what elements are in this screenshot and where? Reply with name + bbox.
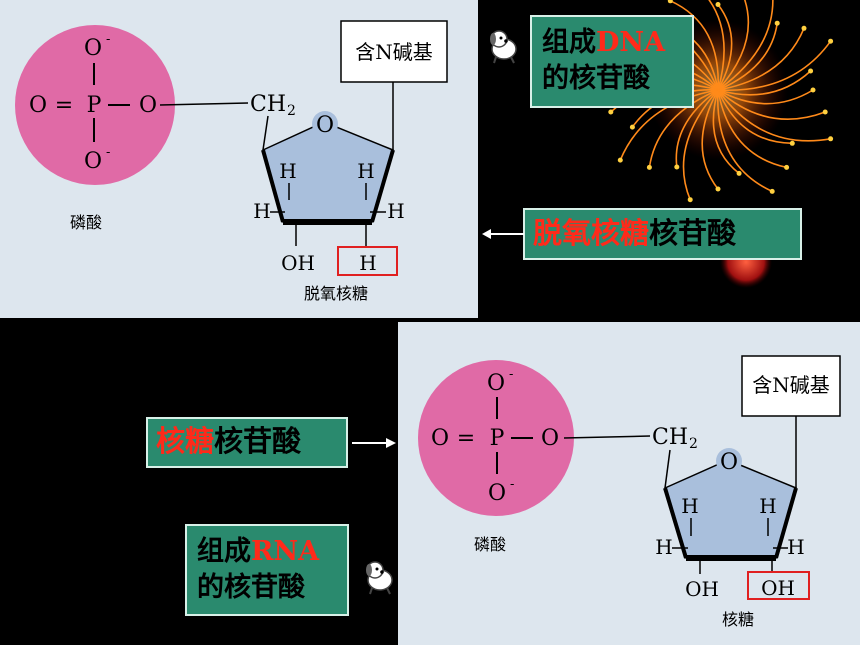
phosphate-eq: = (457, 426, 475, 451)
phosphate-o-left: O (29, 93, 47, 118)
highlight-box (747, 571, 810, 600)
ribo-label-highlight: 核糖 (156, 424, 215, 458)
phosphate-minus-top: - (106, 32, 110, 47)
phosphate-o-right: O (139, 93, 157, 118)
phosphate-minus-bottom: - (106, 145, 110, 160)
h-inner-right: H (759, 494, 776, 518)
deoxyribonucleotide-label: 脱氧核糖核苷酸 (523, 208, 802, 260)
phosphate-minus-top: - (509, 367, 513, 382)
h-outer-left: H (655, 535, 672, 559)
h-inner-left: H (681, 494, 698, 518)
sugar-label: 脱氧核糖 (304, 284, 368, 303)
deoxyribonucleotide-structure: O - O = P O O - CH 2 O H H H H OH H 含 (15, 20, 448, 303)
phosphate-p: P (490, 426, 505, 451)
phosphate-o-top: O (84, 36, 102, 61)
phosphate-circle (418, 360, 574, 516)
ribonucleotide-panel: O - O = P O O - CH 2 O H H H H OH OH (398, 322, 860, 645)
phosphate-o-left: O (431, 426, 449, 451)
phosphate-label: 磷酸 (474, 535, 506, 554)
ribo-label-rest: 核苷酸 (214, 424, 302, 458)
oh-bottom-left: OH (281, 251, 315, 275)
base-label: 含N碱基 (752, 373, 830, 397)
ch2-label: CH (250, 92, 286, 117)
base-box (741, 355, 841, 417)
deoxy-label-rest: 核苷酸 (649, 216, 737, 250)
phosphate-minus-bottom: - (510, 477, 514, 492)
ch2-subscript: 2 (689, 436, 698, 452)
ring-oxygen: O (720, 450, 738, 475)
highlight-oh: OH (761, 576, 795, 600)
highlight-box (337, 246, 398, 276)
phosphate-o-bottom: O (488, 481, 506, 506)
rna-note-prefix: 组成 (197, 536, 251, 567)
phosphate-o-right: O (541, 426, 559, 451)
h-outer-right: H (387, 199, 404, 223)
dna-note-prefix: 组成 (542, 27, 596, 58)
ribonucleotide-label: 核糖核苷酸 (146, 417, 348, 468)
rna-nucleotide-note: 组成RNA 的核苷酸 (185, 524, 349, 616)
h-inner-left: H (279, 159, 296, 183)
arrow-left-icon (482, 229, 524, 239)
ring-oxygen: O (316, 113, 334, 138)
phosphate-p: P (87, 93, 102, 118)
phosphate-o-bottom: O (84, 149, 102, 174)
dog-icon (366, 561, 393, 595)
rna-note-line2: 的核苷酸 (197, 572, 305, 603)
ch2-subscript: 2 (287, 103, 296, 119)
dog-icon (490, 30, 517, 64)
base-label: 含N碱基 (355, 40, 433, 64)
ribonucleotide-structure: O - O = P O O - CH 2 O H H H H OH OH (418, 355, 841, 629)
arrow-right-icon (352, 438, 396, 448)
deoxy-label-highlight: 脱氧核糖 (533, 216, 650, 250)
h-inner-right: H (357, 159, 374, 183)
dna-note-highlight: DNA (596, 27, 666, 58)
base-box (340, 20, 448, 83)
oh-bottom-left: OH (685, 577, 719, 601)
sugar-label: 核糖 (722, 610, 754, 629)
ch2-label: CH (652, 425, 688, 450)
h-outer-left: H (253, 199, 270, 223)
h-outer-right: H (787, 535, 804, 559)
phosphate-o-top: O (487, 371, 505, 396)
phosphate-circle (15, 25, 175, 185)
dna-nucleotide-note: 组成DNA 的核苷酸 (530, 15, 694, 108)
phosphate-label: 磷酸 (70, 213, 102, 232)
deoxyribonucleotide-panel: O - O = P O O - CH 2 O H H H H OH H 含 (0, 0, 478, 318)
dna-note-line2: 的核苷酸 (542, 63, 650, 94)
rna-note-highlight: RNA (251, 536, 320, 567)
highlight-h: H (359, 251, 376, 275)
phosphate-eq: = (55, 93, 73, 118)
